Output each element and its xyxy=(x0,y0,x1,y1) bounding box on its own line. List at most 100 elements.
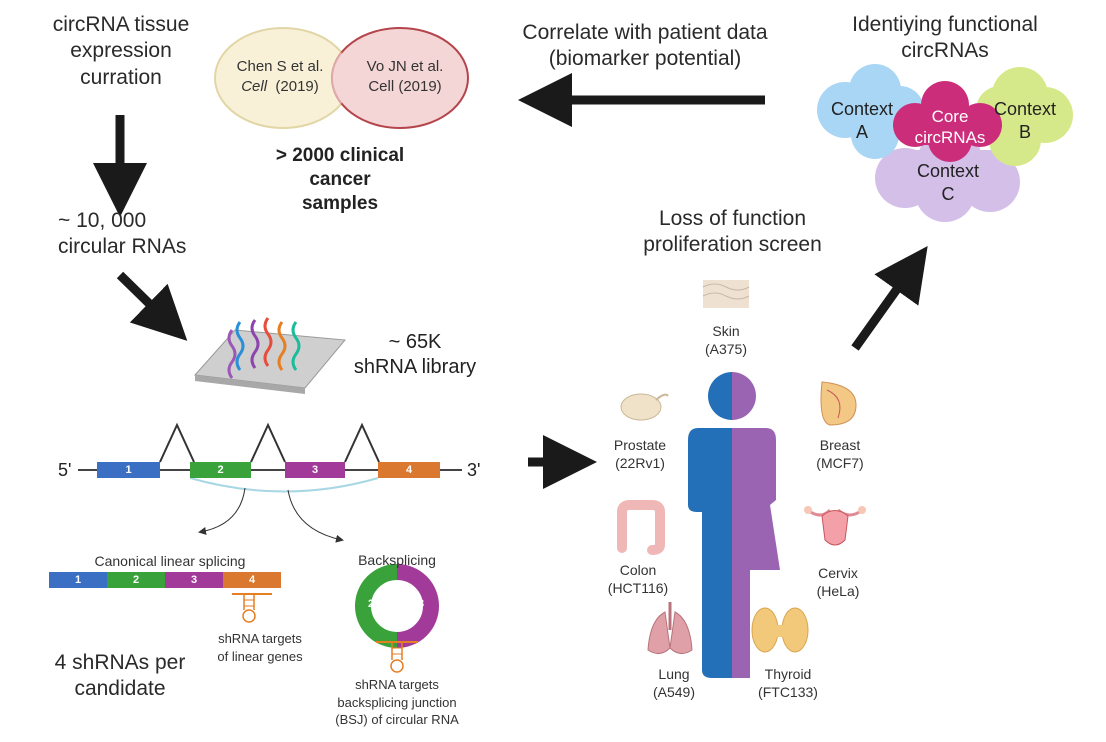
gene-structure xyxy=(78,422,462,543)
context-b-label: Context B xyxy=(985,98,1065,143)
person-head-left xyxy=(708,372,732,420)
per-candidate-text: 4 shRNAs per candidate xyxy=(40,650,200,703)
thyroid-icon xyxy=(751,607,809,653)
correlate-line-1: Correlate with patient data xyxy=(522,21,768,44)
context-c-line-2: C xyxy=(941,183,955,204)
shrna-library-icon xyxy=(193,317,346,394)
circ-count-line-2: circular RNAs xyxy=(58,235,187,259)
linear-exon-2: 2 xyxy=(107,572,165,588)
venn-caption-line-2: cancer xyxy=(309,168,371,190)
core-line-2: circRNAs xyxy=(914,128,986,148)
circ-exon-3 xyxy=(396,564,439,648)
venn-right-line-2: Cell (2019) xyxy=(368,77,442,95)
skin-label: Skin (A375) xyxy=(696,322,756,358)
cervix-icon xyxy=(804,506,866,546)
venn-right-line-1: Vo JN et al. xyxy=(366,58,444,75)
screen-line-1: Loss of function xyxy=(658,207,807,230)
venn-left-line-2: Cell (2019) xyxy=(224,77,336,97)
cloud-core xyxy=(893,81,1002,162)
person-body-left xyxy=(688,428,732,678)
context-clouds xyxy=(817,64,1073,222)
circ-exon-2-label: 2 xyxy=(368,598,375,610)
identify-text: Identiying functional circRNAs xyxy=(835,12,1055,65)
five-prime-label: 5' xyxy=(58,460,72,480)
colon-line-2: (HCT116) xyxy=(607,580,669,597)
person-body-right xyxy=(732,428,780,678)
circ-count-text: ~ 10, 000 circular RNAs xyxy=(58,208,208,261)
linear-exon-3: 3 xyxy=(165,572,223,588)
library-line-2: shRNA library xyxy=(353,356,477,378)
context-b-line-2: B xyxy=(1018,121,1031,142)
core-label: Core circRNAs xyxy=(905,106,995,149)
breast-line-1: Breast xyxy=(819,437,861,453)
colon-line-1: Colon xyxy=(619,562,657,578)
venn-left-year: (2019) xyxy=(275,77,319,95)
breast-line-2: (MCF7) xyxy=(816,455,864,472)
circ-exon-3-label: 3 xyxy=(418,598,425,610)
exon-3: 3 xyxy=(285,462,345,478)
cervix-line-1: Cervix xyxy=(818,565,858,581)
bsj-target-line-1: shRNA targets xyxy=(355,677,439,692)
venn-right-text: Vo JN et al. Cell (2019) xyxy=(350,57,460,96)
venn-left-line-1: Chen S et al. xyxy=(236,58,324,75)
arrow-to-identify xyxy=(851,246,928,351)
context-c-label: Context C xyxy=(908,160,988,205)
venn-overlap xyxy=(331,52,351,104)
core-line-1: Core xyxy=(931,107,969,126)
split-arrow-right xyxy=(287,489,344,543)
exon-4: 4 xyxy=(378,462,440,478)
breast-icon xyxy=(820,381,857,426)
prostate-icon xyxy=(620,393,669,421)
context-b-line-1: Context xyxy=(993,99,1057,119)
context-c-line-1: Context xyxy=(916,161,980,181)
person-head-right xyxy=(732,372,756,420)
lung-icon xyxy=(647,602,693,654)
lung-line-1: Lung xyxy=(658,666,690,682)
per-candidate-line-2: candidate xyxy=(74,677,166,701)
bsj-target-text: shRNA targets backsplicing junction (BSJ… xyxy=(327,676,467,729)
lung-line-2: (A549) xyxy=(652,684,696,701)
prostate-label: Prostate (22Rv1) xyxy=(605,436,675,472)
linear-exon-4: 4 xyxy=(223,572,281,588)
linear-target-text: shRNA targets of linear genes xyxy=(200,630,320,665)
colon-icon xyxy=(617,500,665,555)
tissue-icons xyxy=(617,280,866,654)
correlate-line-2: (biomarker potential) xyxy=(548,47,742,71)
circrna-ring xyxy=(355,564,439,673)
prostate-line-1: Prostate xyxy=(613,437,667,453)
bsj-target-line-2: backsplicing junction xyxy=(337,694,457,710)
linear-target-line-2: of linear genes xyxy=(217,648,303,664)
venn-diagram xyxy=(214,27,469,129)
lung-label: Lung (A549) xyxy=(646,665,702,701)
context-a-line-1: Context xyxy=(830,99,894,119)
library-line-1: ~ 65K xyxy=(388,331,442,353)
person-figure xyxy=(688,372,780,678)
intron-1 xyxy=(159,422,195,463)
backsplicing-label: Backsplicing xyxy=(358,552,436,568)
circ-count-line-1: ~ 10, 000 xyxy=(58,209,147,232)
screen-text: Loss of function proliferation screen xyxy=(630,206,835,259)
venn-left-text: Chen S et al. Cell (2019) xyxy=(224,57,336,96)
colon-label: Colon (HCT116) xyxy=(600,561,676,597)
context-a-line-2: A xyxy=(855,121,868,142)
cloud-context-b xyxy=(976,67,1073,166)
circ-exon-2 xyxy=(355,564,398,648)
identify-line-1: Identiying functional xyxy=(852,13,1038,36)
curation-text: circRNA tissue expression curration xyxy=(36,12,206,91)
backsplice-arc xyxy=(189,477,379,493)
skin-line-2: (A375) xyxy=(704,341,748,358)
flow-arrows xyxy=(93,73,928,489)
linear-target-line-1: shRNA targets xyxy=(218,631,302,646)
venn-caption-line-1: > 2000 clinical xyxy=(275,145,405,166)
skin-icon xyxy=(702,280,750,308)
thyroid-line-1: Thyroid xyxy=(764,666,812,682)
linear-exon-1: 1 xyxy=(49,572,107,588)
curation-line-2: expression xyxy=(70,39,172,63)
skin-line-1: Skin xyxy=(712,323,740,339)
library-text: ~ 65K shRNA library xyxy=(345,330,485,380)
venn-left-journal: Cell xyxy=(241,77,268,95)
venn-caption: > 2000 clinical cancer samples xyxy=(240,144,440,215)
split-arrow-left xyxy=(198,487,246,535)
cervix-label: Cervix (HeLa) xyxy=(806,564,870,600)
